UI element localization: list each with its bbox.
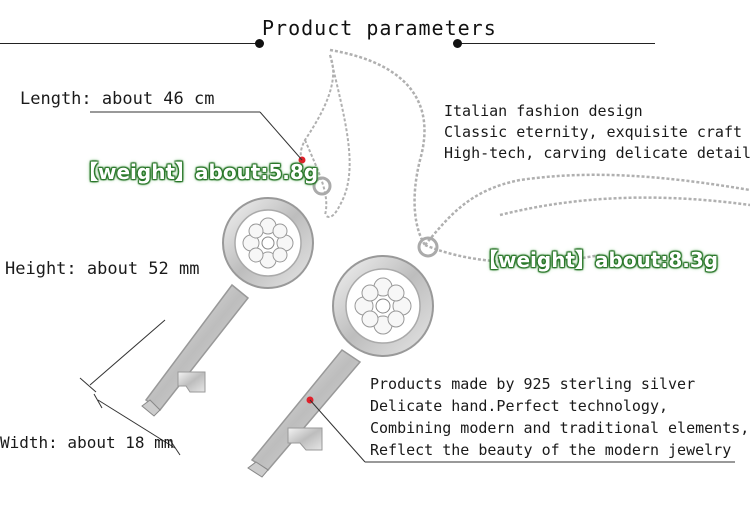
height-dim-line <box>89 319 166 386</box>
width-label: Width: about 18 mm <box>0 433 174 452</box>
weight-small-label: 【weight】about:5.8g <box>78 160 319 184</box>
material-line: Products made by 925 sterling silver <box>370 375 696 393</box>
length-leader <box>259 111 303 161</box>
weight-large-label: 【weight】about:8.3g <box>478 248 719 272</box>
header-dot-left <box>255 39 264 48</box>
small-chain <box>299 54 351 218</box>
length-label: Length: about 46 cm <box>20 89 215 109</box>
page-title: Product parameters <box>262 16 497 40</box>
design-line: Classic eternity, exquisite craft <box>444 123 743 141</box>
material-line: Combining modern and traditional element… <box>370 419 750 437</box>
material-line: Delicate hand.Perfect technology, <box>370 397 669 415</box>
material-description: Products made by 925 sterling silver Del… <box>370 373 749 461</box>
design-line: High-tech, carving delicate details <box>444 144 750 162</box>
large-key <box>247 236 439 478</box>
header-rule-left <box>0 43 262 44</box>
design-line: Italian fashion design <box>444 102 643 120</box>
large-chain <box>329 48 750 264</box>
material-leader <box>309 399 366 463</box>
design-description: Italian fashion design Classic eternity,… <box>444 101 750 164</box>
height-label: Height: about 52 mm <box>5 259 200 279</box>
header-dot-right <box>453 39 462 48</box>
small-key <box>141 176 332 417</box>
header-rule-right <box>455 43 655 44</box>
width-dim-line <box>97 399 176 449</box>
material-line: Reflect the beauty of the modern jewelry <box>370 441 732 459</box>
